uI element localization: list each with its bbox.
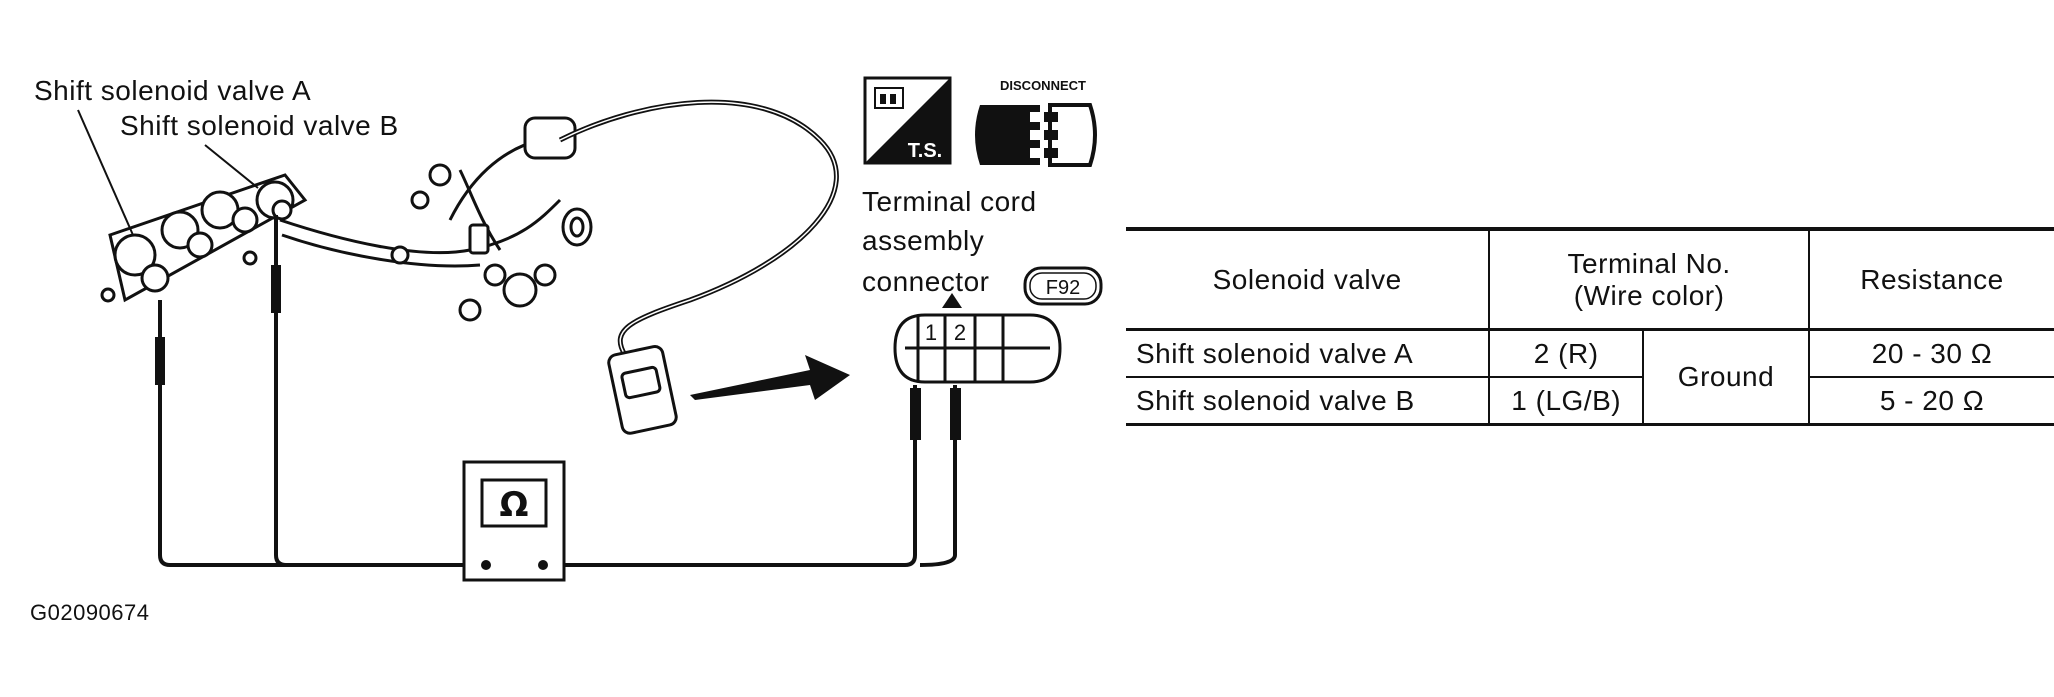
label-terminal-cord-1: Terminal cord — [862, 186, 1037, 217]
ohmmeter-icon — [462, 460, 566, 582]
header-terminal-no: Terminal No. (Wire color) — [1488, 228, 1810, 331]
probe-sleeves — [155, 265, 961, 440]
table-header-row: Solenoid valve Terminal No. (Wire color)… — [1126, 228, 2054, 331]
test-wires — [158, 215, 957, 567]
connector-code-badge — [1023, 266, 1103, 306]
label-terminal-cord-2: assembly — [862, 225, 985, 256]
table-row: Shift solenoid valve A 2 (R) Ground 20 -… — [1126, 328, 2054, 426]
label-valve-a: Shift solenoid valve A — [34, 75, 312, 106]
header-terminal-line1: Terminal No. — [1567, 247, 1731, 279]
cell-ground: Ground — [1642, 328, 1810, 426]
leader-lines — [77, 109, 259, 236]
cell-valve: Shift solenoid valve B — [1126, 376, 1491, 426]
cell-resistance: 5 - 20 Ω — [1807, 376, 2054, 426]
disconnect-connector-icon — [975, 103, 1097, 167]
connector-pointer — [942, 293, 962, 308]
cell-terminal: 2 (R) — [1488, 328, 1645, 378]
table-row: Shift solenoid valve B 1 (LG/B) 5 - 20 Ω — [1126, 376, 2054, 426]
header-terminal-line2: (Wire color) — [1573, 279, 1725, 311]
ohm-symbol: Ω — [500, 485, 529, 525]
label-terminal-cord-3: connector — [862, 266, 990, 297]
connector-code: F92 — [1046, 277, 1080, 299]
ts-label: T.S. — [908, 140, 942, 162]
figure-id: G02090674 — [30, 600, 150, 625]
pin-1-label: 1 — [925, 320, 937, 345]
arrow-icon — [690, 355, 850, 400]
pin-2-label: 2 — [954, 320, 966, 345]
cell-terminal: 1 (LG/B) — [1488, 376, 1645, 426]
disconnect-label: DISCONNECT — [1000, 78, 1086, 93]
resistance-spec-table: Solenoid valve Terminal No. (Wire color)… — [1126, 227, 2054, 426]
header-resistance: Resistance — [1807, 228, 2054, 331]
terminal-service-icon — [863, 76, 952, 165]
header-solenoid-valve: Solenoid valve — [1126, 228, 1491, 331]
cell-valve: Shift solenoid valve A — [1126, 328, 1491, 378]
terminal-connector-face — [893, 313, 1062, 384]
cell-resistance: 20 - 30 Ω — [1807, 328, 2054, 378]
label-valve-b: Shift solenoid valve B — [120, 110, 399, 141]
